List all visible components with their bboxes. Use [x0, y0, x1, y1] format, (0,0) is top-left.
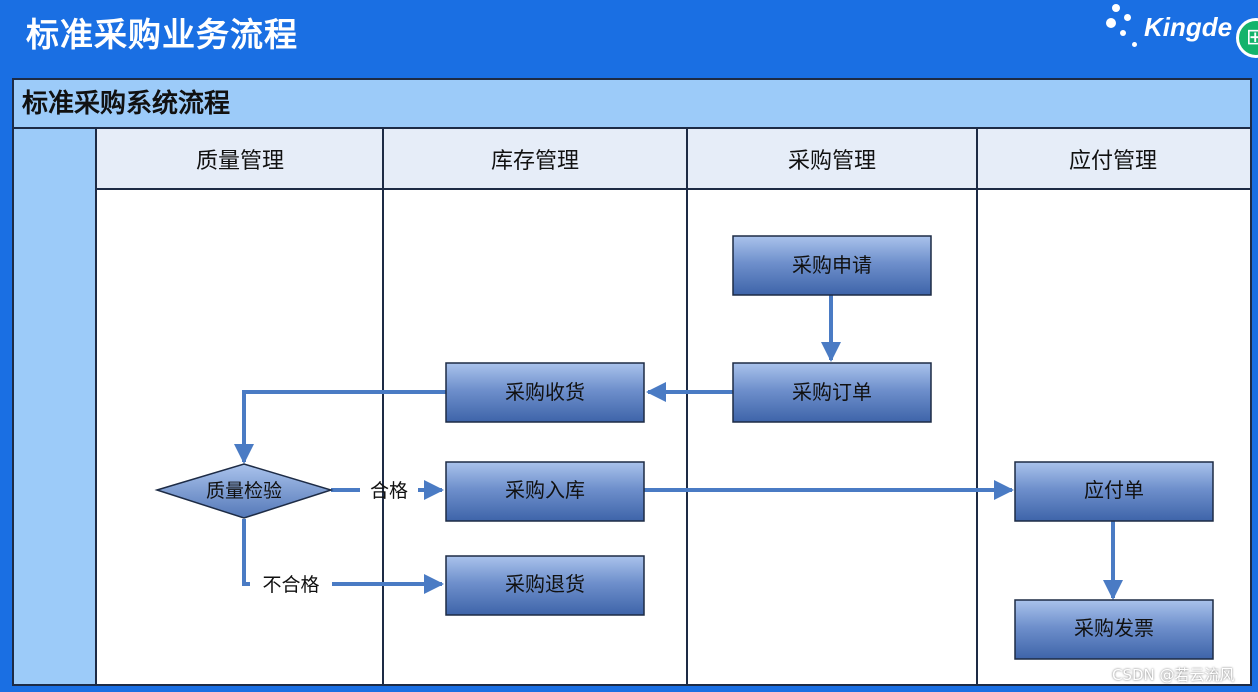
edge-fail-a [242, 519, 250, 586]
logo-dot [1132, 42, 1137, 47]
left-rail [14, 129, 96, 684]
svg-text:采购申请: 采购申请 [792, 253, 872, 277]
svg-text:应付单: 应付单 [1084, 478, 1144, 502]
svg-text:质量检验: 质量检验 [206, 480, 282, 502]
lane-purchase: 采购管理 [788, 149, 876, 174]
lane-payable: 应付管理 [1069, 149, 1157, 174]
node-purchase-return: 采购退货 [445, 555, 645, 616]
kingdee-logo: Kingde ⊞ [1104, 2, 1258, 58]
node-purchase-order: 采购订单 [732, 362, 932, 423]
lane-quality: 质量管理 [196, 149, 284, 174]
logo-dot [1124, 14, 1131, 21]
node-purchase-request: 采购申请 [732, 235, 932, 296]
node-quality-inspection: 质量检验 [154, 463, 334, 519]
logo-text: Kingde [1144, 12, 1233, 42]
lane-inventory: 库存管理 [491, 149, 579, 174]
diagram-title-band [14, 80, 1250, 128]
node-purchase-receive: 采购收货 [445, 362, 645, 423]
node-payable: 应付单 [1014, 461, 1214, 522]
node-purchase-instock: 采购入库 [445, 461, 645, 522]
diagram-title: 标准采购系统流程 [22, 88, 230, 119]
logo-dot [1112, 4, 1120, 12]
svg-text:采购入库: 采购入库 [505, 478, 585, 502]
svg-text:采购发票: 采购发票 [1074, 616, 1154, 640]
svg-text:采购订单: 采购订单 [792, 380, 872, 404]
logo-dot [1106, 18, 1116, 28]
edge-label-pass: 合格 [370, 480, 408, 502]
edge-label-fail: 不合格 [262, 574, 319, 596]
watermark: CSDN @若云流风 [1112, 666, 1235, 684]
node-purchase-invoice: 采购发票 [1014, 599, 1214, 660]
svg-text:采购收货: 采购收货 [505, 380, 585, 404]
edge-receive-inspect [234, 390, 446, 464]
lane-header-row [97, 129, 1250, 189]
slide-title: 标准采购业务流程 [26, 15, 298, 54]
svg-text:采购退货: 采购退货 [505, 572, 585, 596]
logo-dot [1120, 30, 1126, 36]
